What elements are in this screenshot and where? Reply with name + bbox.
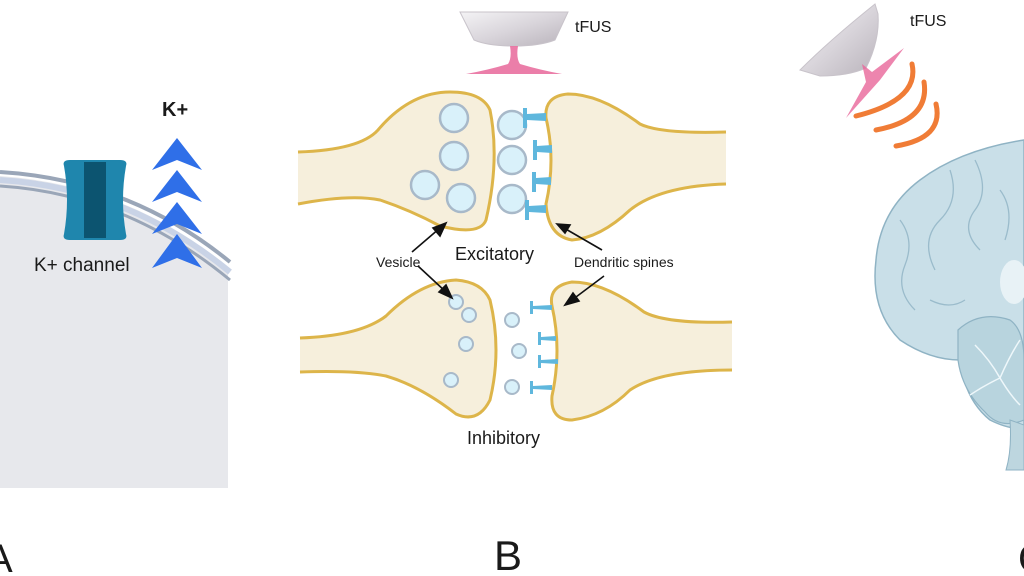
excitatory-postsynaptic-dendrite (544, 92, 727, 242)
excitatory-vesicles (409, 102, 528, 215)
ultrasound-waves-icon (853, 61, 940, 149)
panel-a: K+ K+ channel A (0, 99, 232, 576)
vesicle (445, 182, 477, 214)
annotation-arrows (411, 221, 605, 307)
inhibitory-label: Inhibitory (467, 428, 540, 448)
vesicle (443, 372, 459, 388)
k-channel-label: K+ channel (34, 255, 130, 276)
inhibitory-dendritic-spines (530, 301, 558, 394)
vesicle-label: Vesicle (376, 254, 421, 270)
excitatory-dendritic-spines (523, 108, 552, 220)
vesicle (409, 169, 441, 201)
brain-illustration (874, 139, 1024, 471)
panel-a-letter: A (0, 537, 13, 576)
vesicle (438, 140, 470, 172)
tfus-transducer-icon (459, 11, 569, 74)
vesicle (458, 336, 474, 352)
panel-c-letter: C (1018, 537, 1024, 576)
vesicle (461, 307, 477, 323)
tfus-label-c: tFUS (910, 13, 946, 30)
panel-c: tFUS (799, 3, 1024, 576)
vesicle (511, 343, 527, 359)
panel-b: tFUS (297, 11, 733, 576)
vesicle (496, 183, 528, 215)
vesicle (504, 312, 520, 328)
k-channel-icon (63, 160, 127, 240)
dendritic-spines-label: Dendritic spines (574, 254, 674, 270)
k-ion-arrows-icon (152, 138, 202, 268)
vesicle (438, 102, 470, 134)
cerebellum (957, 316, 1024, 425)
k-ion-label: K+ (162, 99, 188, 121)
inhibitory-vesicles (443, 294, 527, 395)
vesicle (496, 109, 528, 141)
tfus-transducer-angled-icon (799, 3, 904, 118)
vesicle (504, 379, 520, 395)
panel-b-letter: B (494, 532, 522, 576)
excitatory-label: Excitatory (455, 244, 534, 264)
vesicle (496, 144, 528, 176)
brain-ventricle (1000, 260, 1024, 304)
tfus-label-b: tFUS (575, 19, 611, 36)
inhibitory-postsynaptic-dendrite (549, 280, 733, 422)
brainstem (1005, 419, 1024, 471)
